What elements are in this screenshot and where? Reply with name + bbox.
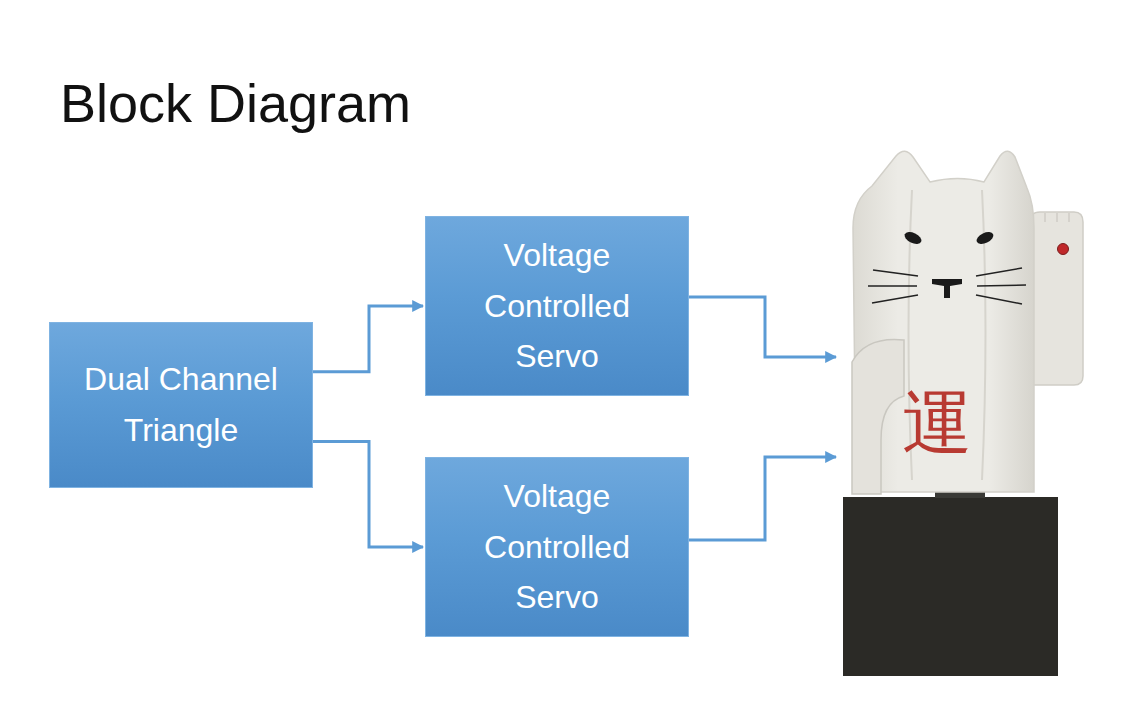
node-content: Voltage Controlled Servo [426, 224, 688, 388]
cat-kanji: 運 [902, 388, 972, 458]
cat-base [843, 497, 1058, 676]
cat-nose [932, 279, 962, 298]
diagram-title: Block Diagram [60, 72, 411, 134]
box-label: Voltage Controlled Servo [426, 224, 688, 388]
cat-eye [903, 230, 924, 247]
cat-raised-paw [1030, 212, 1083, 385]
flow-arrow [313, 306, 423, 372]
node-content: Dual Channel Triangle [50, 348, 312, 461]
paw-finger [1056, 213, 1058, 222]
process-box: Voltage Controlled Servo [425, 216, 689, 396]
paw-dot [1058, 244, 1069, 255]
cat-eye [975, 230, 996, 247]
whisker [976, 268, 1022, 276]
paw-finger [1068, 213, 1070, 222]
process-box: Voltage Controlled Servo [425, 457, 689, 637]
whisker [976, 295, 1022, 304]
whisker [873, 270, 918, 276]
whisker [872, 295, 918, 303]
leader-arrow [683, 297, 836, 357]
leader-arrow [683, 457, 836, 540]
box-label: Dual Channel Triangle [50, 348, 312, 461]
whisker [868, 285, 917, 287]
whisker [977, 285, 1026, 286]
node-content: Voltage Controlled Servo [426, 465, 688, 629]
flow-arrow [313, 442, 423, 547]
cat-left-paw [852, 339, 904, 494]
paw-finger [1044, 213, 1046, 222]
box-label: Voltage Controlled Servo [426, 465, 688, 629]
source-box: Dual Channel Triangle [49, 322, 313, 488]
